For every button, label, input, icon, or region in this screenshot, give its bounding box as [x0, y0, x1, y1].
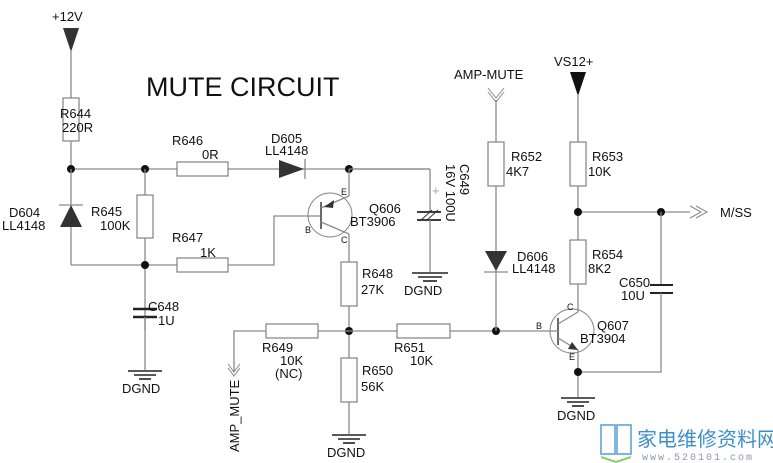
r654-value: 8K2	[588, 261, 611, 276]
c649-ref: C649	[457, 164, 472, 195]
r650-value: 56K	[361, 379, 384, 394]
wire	[233, 330, 266, 372]
q607-pin-c: C	[567, 302, 574, 312]
r653-ref: R653	[592, 149, 623, 164]
r648-value: 27K	[361, 282, 384, 297]
net-port-icon	[695, 205, 709, 219]
c650-ref: C650	[619, 275, 650, 290]
wire	[578, 293, 662, 373]
d606-value: LL4148	[512, 261, 555, 276]
transistor-q606	[307, 192, 353, 238]
dgnd-label: DGND	[557, 408, 595, 423]
ground-icon	[561, 397, 595, 407]
d605-value: LL4148	[265, 143, 308, 158]
d605-ref: D605	[271, 131, 302, 146]
mss-label: M/SS	[720, 205, 752, 220]
r649-ref: R649	[262, 340, 293, 355]
resistor-r652	[487, 141, 505, 187]
diode-d605-icon	[279, 160, 304, 178]
amp-mute-in-label: AMP-MUTE	[454, 67, 524, 82]
resistor-r645	[136, 194, 154, 239]
net-port-icon	[227, 363, 241, 373]
r648-ref: R648	[362, 266, 393, 281]
junction	[141, 261, 149, 269]
power-arrow-icon	[63, 28, 79, 52]
r652-value: 4K7	[506, 164, 529, 179]
r651-ref: R651	[394, 340, 425, 355]
c648-value: 1U	[158, 313, 175, 328]
resistor-r654	[569, 239, 587, 285]
q606-pin-b: B	[305, 225, 311, 235]
r650-ref: R650	[362, 363, 393, 378]
r649-value: 10K	[280, 353, 303, 368]
polarity-slash	[425, 209, 439, 222]
q606-ref: Q606	[369, 201, 401, 216]
q606-pin-e: E	[341, 187, 347, 197]
q606-value: BT3906	[350, 214, 396, 229]
q607-value: BT3904	[580, 331, 626, 346]
vs12-label: VS12+	[554, 54, 593, 69]
plus12v-label: +12V	[52, 9, 83, 24]
c648-ref: C648	[148, 299, 179, 314]
d604-value: LL4148	[2, 218, 45, 233]
resistor-r653	[569, 141, 587, 187]
resistor-r647	[176, 257, 229, 273]
pnp-arrow-icon	[324, 200, 334, 208]
net-port-icon	[227, 367, 241, 377]
resistor-r646	[176, 161, 229, 177]
q606-pin-c: C	[341, 235, 348, 245]
diode-d604-icon	[60, 205, 82, 227]
watermark-text: 家电维修资料网	[637, 427, 773, 451]
dgnd-label: DGND	[327, 445, 365, 460]
resistor-r650	[340, 357, 358, 403]
ground-icon	[128, 370, 162, 380]
r646-value: 0R	[202, 147, 219, 162]
q607-collector-leg	[557, 311, 579, 325]
npn-arrow-icon	[568, 342, 578, 350]
r644-value: 220R	[62, 120, 93, 135]
r645-value: 100K	[100, 218, 131, 233]
resistor-r651	[396, 323, 451, 339]
r647-value: 1K	[200, 245, 216, 260]
q607-pin-b: B	[536, 321, 542, 331]
r653-value: 10K	[588, 164, 611, 179]
dgnd-label: DGND	[122, 381, 160, 396]
q606-collector-leg	[320, 221, 350, 235]
diagram-title: MUTE CIRCUIT	[146, 72, 339, 102]
q607-ref: Q607	[597, 318, 629, 333]
r647-ref: R647	[172, 230, 203, 245]
resistor-r648	[340, 261, 358, 307]
net-port-icon	[487, 87, 505, 99]
q607-pin-e: E	[569, 352, 575, 362]
junction	[574, 368, 582, 376]
amp-mute-out-label: AMP_MUTE	[227, 379, 242, 452]
diode-d606-icon	[485, 251, 507, 271]
d606-ref: D606	[517, 249, 548, 264]
d604-ref: D604	[9, 205, 40, 220]
c649-value: 16V 100U	[443, 164, 458, 222]
watermark-url: www.520101.com	[642, 453, 754, 463]
ground-icon	[412, 272, 448, 282]
resistor-r649	[265, 323, 319, 339]
power-arrow-icon	[570, 72, 586, 96]
r654-ref: R654	[592, 247, 623, 262]
book-logo-icon	[600, 424, 632, 463]
c649-plus: +	[432, 183, 440, 198]
r645-ref: R645	[91, 204, 122, 219]
r651-value: 10K	[410, 353, 433, 368]
polarity-slash	[419, 209, 433, 222]
watermark: 家电维修资料网 www.520101.com	[600, 424, 773, 463]
net-port-icon	[689, 205, 703, 219]
r644-ref: R644	[60, 106, 91, 121]
dgnd-label: DGND	[404, 283, 442, 298]
r652-ref: R652	[511, 149, 542, 164]
r646-ref: R646	[172, 133, 203, 148]
c650-value: 10U	[621, 288, 645, 303]
ground-icon	[332, 434, 366, 444]
junction	[574, 208, 582, 216]
wire	[228, 215, 320, 266]
r649-note: (NC)	[275, 366, 302, 381]
